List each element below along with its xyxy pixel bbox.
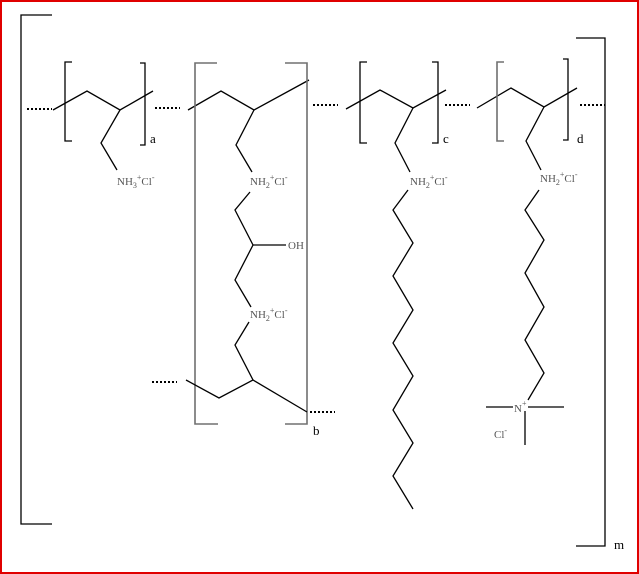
quaternary-nitrogen: N+ [514,399,527,415]
unit-b-index: b [313,423,320,438]
chloride-counterion: Cl- [494,426,507,441]
unit-a: NH3+Cl- a [27,61,156,190]
outer-bracket-left [20,14,52,525]
unit-b: NH2+Cl- OH NH2+Cl- b [152,62,335,438]
unit-b-label-2: NH2+Cl- [250,306,288,323]
outer-index: m [614,537,624,552]
unit-c-index: c [443,131,449,146]
unit-a-index: a [150,131,156,146]
unit-c-label: NH2+Cl- [410,173,448,190]
unit-d-label: NH2+Cl- [540,170,578,187]
unit-b-label-1: NH2+Cl- [250,173,288,190]
unit-d: NH2+Cl- N+ Cl- d [445,58,605,445]
hydroxyl-label: OH [288,240,304,252]
unit-a-label: NH3+Cl- [117,173,155,190]
unit-c: NH2+Cl- c [313,61,449,510]
outer-bracket-right [576,37,606,547]
unit-d-index: d [577,131,584,146]
